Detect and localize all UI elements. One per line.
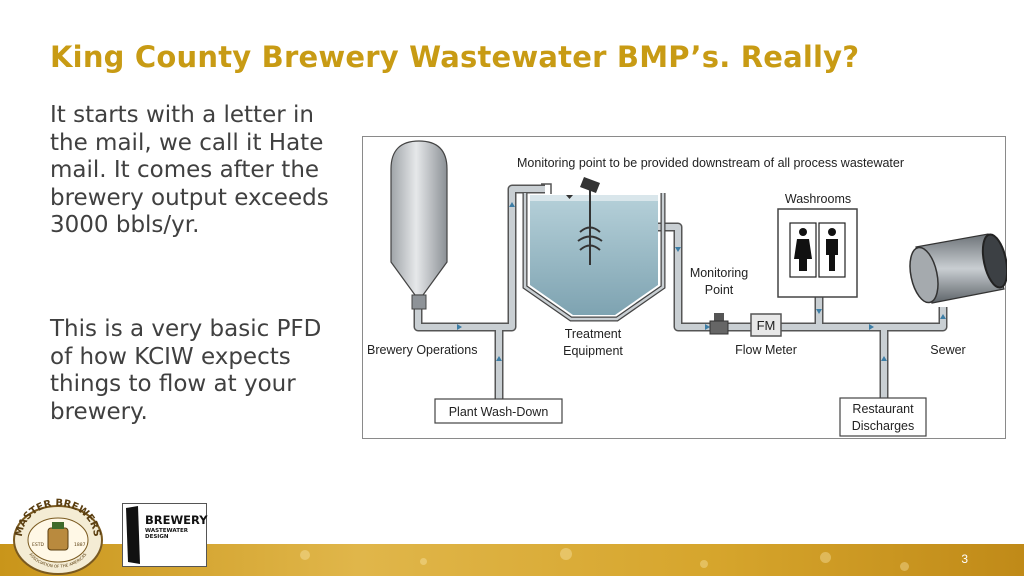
logo-line-2: WASTEWATER DESIGN — [145, 528, 188, 540]
master-brewers-logo: MASTER BREWERS ESTD 1887 ASSOCIATION OF … — [13, 498, 103, 575]
restaurant-box — [839, 397, 927, 437]
washrooms-label: Washrooms — [785, 192, 851, 206]
restaurant-label-2: Discharges — [852, 419, 915, 433]
sewer-label: Sewer — [930, 343, 965, 357]
flow-meter-box — [750, 313, 782, 337]
logo-estd: ESTD — [32, 542, 44, 548]
treatment-label-2: Equipment — [563, 344, 623, 358]
pfd-svg: FM Monitoring point to be provided downs… — [367, 140, 1007, 437]
monitoring-valve-icon — [709, 313, 729, 335]
monitoring-label-2: Point — [705, 283, 734, 297]
flow-meter-label: Flow Meter — [735, 343, 797, 357]
fm-label: FM — [757, 318, 776, 333]
page-number: 3 — [961, 552, 968, 566]
logo-year: 1887 — [74, 542, 86, 548]
treatment-label-1: Treatment — [565, 327, 622, 341]
intro-paragraph: It starts with a letter in the mail, we … — [50, 102, 329, 238]
sewer-pipe-icon — [909, 233, 1007, 304]
pfd-paragraph: This is a very basic PFD of how KCIW exp… — [50, 316, 322, 425]
treatment-tank-icon — [522, 177, 666, 322]
slide-title: King County Brewery Wastewater BMP’s. Re… — [50, 40, 860, 74]
logo-bar-icon — [126, 506, 140, 564]
brewery-silo-icon — [390, 140, 448, 310]
washrooms-icon — [777, 208, 858, 298]
plant-washdown-box — [434, 398, 563, 424]
brewery-wastewater-logo: BREWERY WASTEWATER DESIGN — [122, 503, 208, 567]
brewery-operations-label: Brewery Operations — [367, 343, 477, 357]
diagram-header: Monitoring point to be provided downstre… — [517, 156, 904, 170]
process-flow-diagram: FM Monitoring point to be provided downs… — [362, 136, 1007, 439]
plant-washdown-label: Plant Wash-Down — [449, 405, 549, 419]
restaurant-label-1: Restaurant — [852, 402, 914, 416]
flow-arrows — [457, 202, 946, 361]
monitoring-label-1: Monitoring — [690, 266, 748, 280]
logo-line-1: BREWERY — [145, 513, 208, 527]
